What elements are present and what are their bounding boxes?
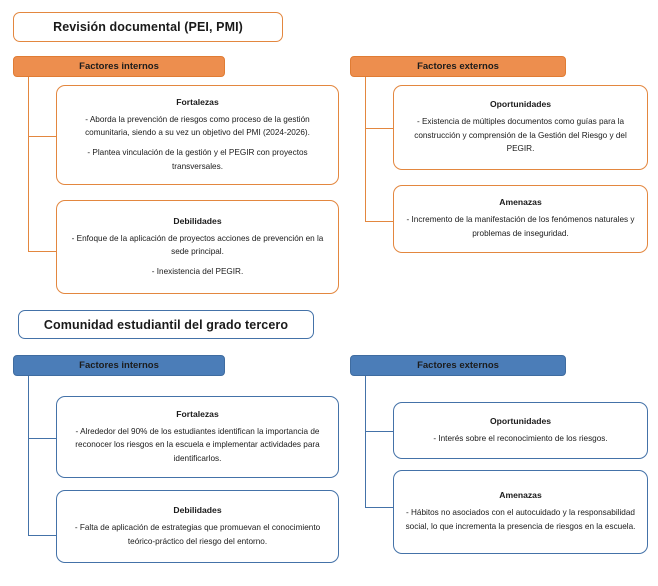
box-line: - Aborda la prevención de riesgos como p… — [85, 114, 310, 138]
box-amenazas-orange: Amenazas - Incremento de la manifestació… — [393, 185, 648, 253]
box-oportunidades-orange: Oportunidades - Existencia de múltiples … — [393, 85, 648, 170]
box-fortalezas-orange: Fortalezas - Aborda la prevención de rie… — [56, 85, 339, 185]
box-title: Amenazas — [499, 197, 542, 208]
connector-branch-amenazas-blue — [365, 507, 393, 509]
box-line: - Incremento de la manifestación de los … — [406, 215, 635, 238]
box-title: Debilidades — [173, 504, 222, 515]
header-bar-factores-internos-orange: Factores internos — [13, 56, 225, 77]
connector-branch-oportunidades-orange — [365, 128, 393, 130]
header-bar-factores-externos-blue: Factores externos — [350, 355, 566, 376]
box-line: - Enfoque de la aplicación de proyectos … — [71, 233, 324, 257]
connector-branch-fortalezas-blue — [28, 438, 56, 440]
section-title-revision-documental: Revisión documental (PEI, PMI) — [13, 12, 283, 42]
box-body: - Aborda la prevención de riesgos como p… — [66, 113, 329, 173]
box-line: - Existencia de múltiples documentos com… — [414, 117, 627, 154]
box-title: Amenazas — [499, 490, 542, 501]
connector-vertical-externos-blue — [365, 376, 367, 508]
header-bar-factores-externos-orange: Factores externos — [350, 56, 566, 77]
connector-branch-debilidades-blue — [28, 535, 56, 537]
box-debilidades-orange: Debilidades - Enfoque de la aplicación d… — [56, 200, 339, 294]
box-line: - Plantea vinculación de la gestión y el… — [87, 148, 308, 171]
box-amenazas-blue: Amenazas - Hábitos no asociados con el a… — [393, 470, 648, 554]
box-body: - Incremento de la manifestación de los … — [403, 213, 638, 240]
box-body: - Alrededor del 90% de los estudiantes i… — [66, 425, 329, 466]
box-body: - Falta de aplicación de estrategias que… — [66, 521, 329, 548]
box-title: Oportunidades — [489, 99, 552, 110]
connector-vertical-internos-orange — [28, 77, 30, 252]
connector-vertical-externos-orange — [365, 77, 367, 222]
box-line: - Inexistencia del PEGIR. — [151, 266, 244, 276]
box-body: - Interés sobre el reconocimiento de los… — [433, 432, 607, 446]
box-line: - Hábitos no asociados con el autocuidad… — [405, 508, 636, 531]
box-body: - Enfoque de la aplicación de proyectos … — [66, 232, 329, 279]
connector-branch-debilidades-orange — [28, 251, 56, 253]
connector-branch-oportunidades-blue — [365, 431, 393, 433]
box-line: - Alrededor del 90% de los estudiantes i… — [75, 426, 320, 463]
connector-branch-fortalezas-orange — [28, 136, 56, 138]
box-line: - Falta de aplicación de estrategias que… — [74, 522, 321, 546]
box-oportunidades-blue: Oportunidades - Interés sobre el reconoc… — [393, 402, 648, 459]
box-debilidades-blue: Debilidades - Falta de aplicación de est… — [56, 490, 339, 563]
connector-vertical-internos-blue — [28, 376, 30, 536]
box-body: - Existencia de múltiples documentos com… — [403, 115, 638, 156]
box-title: Fortalezas — [176, 96, 219, 107]
box-title: Fortalezas — [176, 408, 219, 419]
connector-branch-amenazas-orange — [365, 221, 393, 223]
box-title: Debilidades — [173, 215, 222, 226]
box-fortalezas-blue: Fortalezas - Alrededor del 90% de los es… — [56, 396, 339, 478]
box-line: - Interés sobre el reconocimiento de los… — [433, 433, 608, 443]
header-bar-factores-internos-blue: Factores internos — [13, 355, 225, 376]
box-title: Oportunidades — [489, 415, 552, 426]
section-title-comunidad-estudiantil: Comunidad estudiantil del grado tercero — [18, 310, 314, 339]
box-body: - Hábitos no asociados con el autocuidad… — [403, 506, 638, 533]
